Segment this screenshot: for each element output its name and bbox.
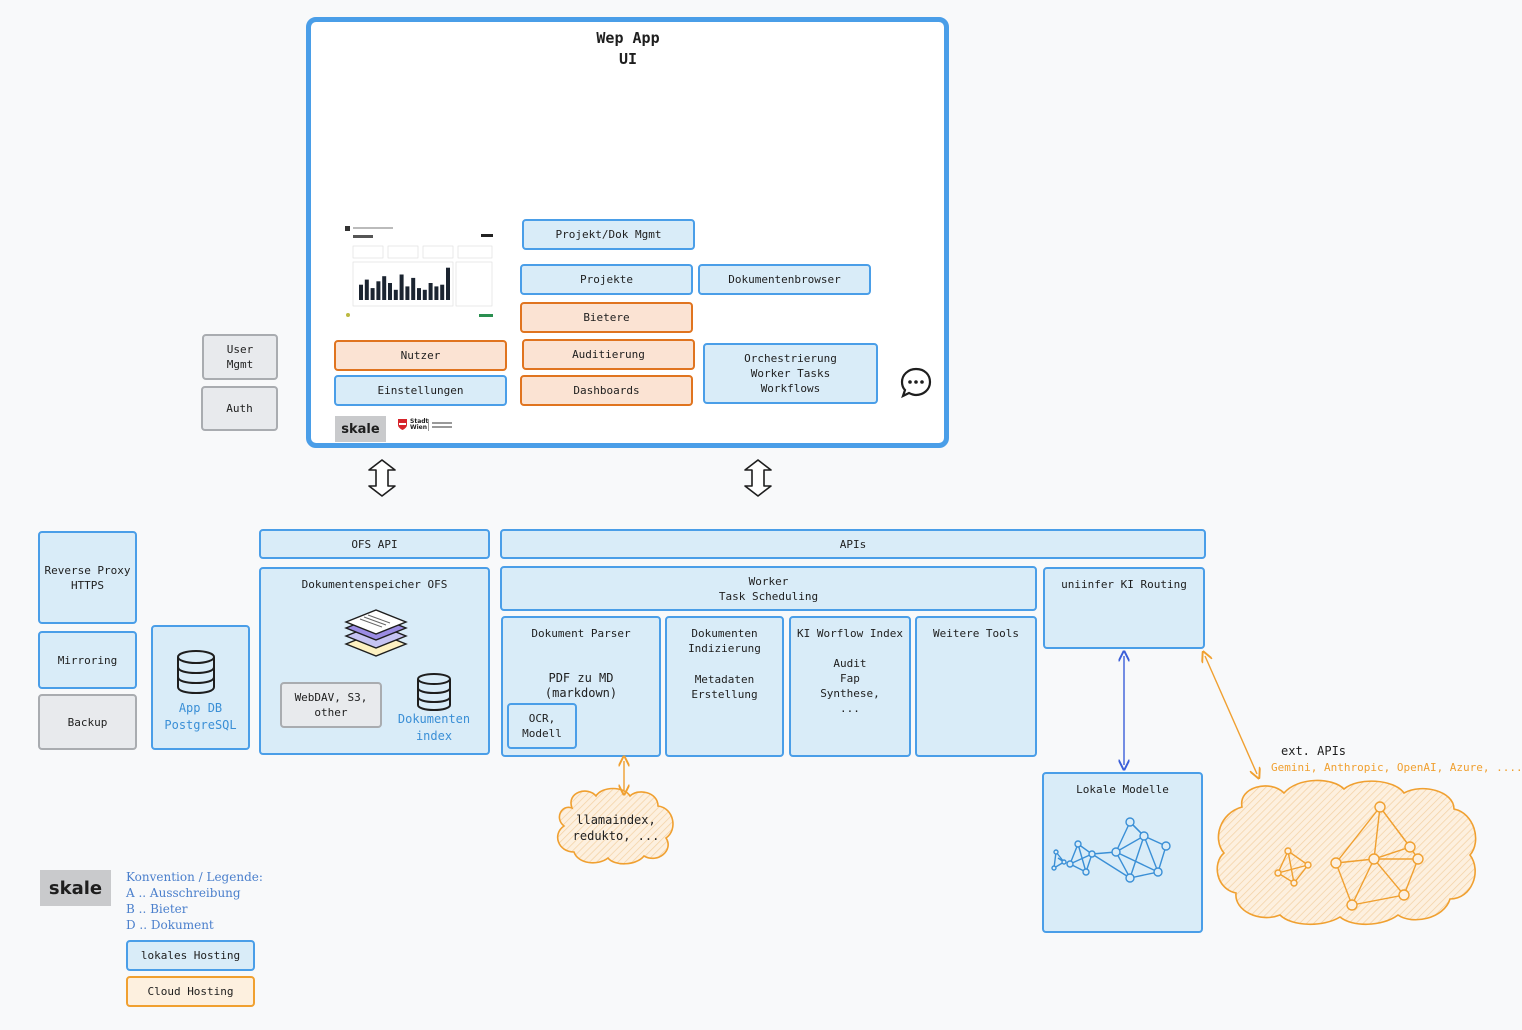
double-arrow-icon (744, 459, 772, 497)
ext-apis-providers: Gemini, Anthropic, OpenAI, Azure, .... (1271, 761, 1522, 774)
backup-box: Backup (38, 694, 137, 750)
chat-bubble-icon (900, 367, 932, 399)
dashboard-bar (422, 289, 427, 300)
dashboard-bar (364, 279, 369, 300)
lokale-modelle-box: Lokale Modelle (1042, 772, 1203, 933)
webapp-title: Wep App UI (596, 29, 660, 68)
dokumenten-indizierung-box: Dokumenten Indizierung Metadaten Erstell… (665, 616, 784, 757)
indizierung-title: Dokumenten Indizierung (688, 627, 761, 655)
dashboard-bar (411, 277, 416, 300)
app-db-label: App DB PostgreSQL (164, 701, 237, 732)
webdav-box: WebDAV, S3, other (280, 682, 382, 728)
legend-text: Konvention / Legende: A .. Ausschreibung… (126, 870, 263, 932)
routing-ext-arrow (1205, 656, 1257, 774)
dashboard-bar (446, 267, 450, 300)
stadt-wien-logo: Stadt Wien (410, 418, 429, 431)
dashboard-bar (370, 288, 375, 300)
dashboard-bar (376, 281, 381, 300)
uniinfer-routing-box: uniinfer KI Routing (1043, 567, 1205, 649)
dokumentenbrowser-box: Dokumentenbrowser (698, 264, 871, 295)
dashboard-bar (434, 286, 439, 300)
document-stack-icon (344, 609, 408, 657)
worker-box: Worker Task Scheduling (500, 566, 1037, 611)
dashboard-bar (359, 284, 363, 300)
dashboard-bar (428, 283, 433, 300)
stadt-wien-subtext (432, 426, 452, 428)
dashboard-bar (440, 284, 445, 300)
stadt-wien-divider (428, 419, 429, 431)
double-arrow-icon (368, 459, 396, 497)
dashboard-screenshot (343, 224, 496, 320)
ocr-box: OCR, Modell (507, 703, 577, 749)
auditierung-box: Auditierung (522, 339, 695, 370)
dashboard-bar (382, 276, 387, 300)
legend-cloud-hosting: Cloud Hosting (126, 976, 255, 1007)
einstellungen-box: Einstellungen (334, 375, 507, 406)
network-graph-icon (1051, 817, 1171, 883)
dashboards-box: Dashboards (520, 375, 693, 406)
projekte-box: Projekte (520, 264, 693, 295)
ofs-api-box: OFS API (259, 529, 490, 559)
app-db-box (151, 625, 250, 750)
indizierung-detail: Metadaten Erstellung (691, 673, 758, 701)
dashboard-bars (359, 267, 450, 300)
dashboard-bar (399, 274, 404, 300)
reverse-proxy-box: Reverse Proxy HTTPS (38, 531, 137, 624)
ki-workflow-detail: Audit Fap Synthese, ... (820, 657, 880, 715)
mirroring-box: Mirroring (38, 631, 137, 689)
ki-workflow-title: KI Worflow Index (797, 627, 903, 640)
stadt-wien-subtext (432, 422, 452, 424)
dashboard-bar (417, 288, 421, 300)
weitere-tools-box: Weitere Tools (915, 616, 1037, 757)
apis-box: APIs (500, 529, 1206, 559)
ext-apis-title: ext. APIs (1281, 744, 1347, 758)
cloud-shape (556, 787, 674, 865)
projekt-dok-mgmt-box: Projekt/Dok Mgmt (522, 219, 695, 250)
nutzer-box: Nutzer (334, 340, 507, 371)
dokument-parser-title: Dokument Parser (531, 627, 631, 640)
database-icon (177, 650, 215, 695)
auth-box: Auth (201, 386, 278, 431)
stadt-wien-shield-icon (398, 419, 407, 430)
dashboard-bar (393, 289, 398, 300)
dashboard-screenshot-svg (343, 224, 496, 320)
legend-skale-logo: skale (40, 870, 111, 906)
skale-logo: skale (335, 416, 386, 442)
orchestrierung-box: Orchestrierung Worker Tasks Workflows (703, 343, 878, 404)
user-mgmt-box: User Mgmt (202, 334, 278, 380)
dashboard-bar (405, 286, 410, 300)
database-icon (417, 673, 451, 712)
dokumenten-index-label: Dokumenten index (397, 712, 471, 743)
legend-local-hosting: lokales Hosting (126, 940, 255, 971)
llama-cloud-label: llamaindex, redukto, ... (572, 813, 660, 843)
ki-workflow-box: KI Worflow Index Audit Fap Synthese, ... (789, 616, 911, 757)
bietere-box: Bietere (520, 302, 693, 333)
dashboard-bar (388, 283, 392, 300)
cloud-shape (1216, 779, 1477, 926)
dokument-parser-detail: PDF zu MD (markdown) (544, 671, 618, 700)
